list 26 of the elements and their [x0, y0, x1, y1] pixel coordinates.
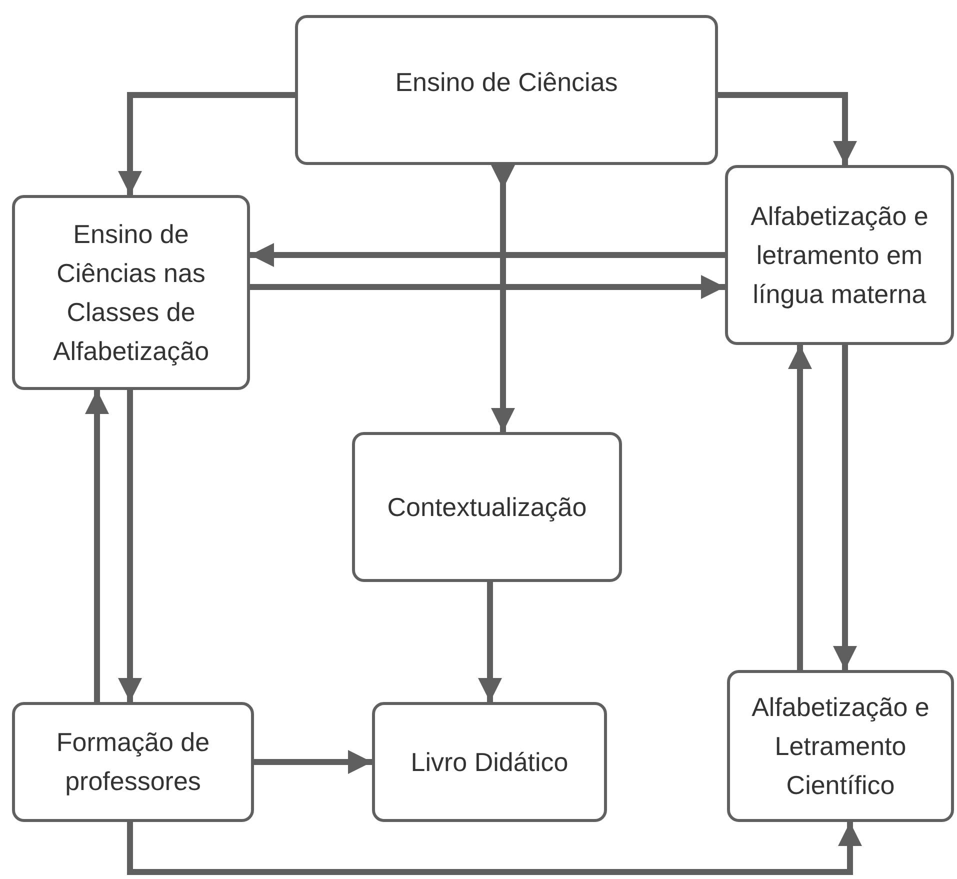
arrow [127, 822, 862, 875]
arrow [118, 92, 295, 195]
box-label: Formação de professores [55, 726, 211, 798]
arrow [250, 275, 725, 299]
box-label: Alfabetização e Letramento Científico [750, 690, 930, 802]
arrow [478, 582, 502, 702]
process-box [12, 195, 250, 390]
arrow [833, 345, 857, 670]
process-box [352, 432, 622, 582]
process-box [295, 15, 718, 165]
arrow [118, 390, 142, 702]
process-box [12, 702, 254, 822]
arrow [491, 165, 515, 432]
box-label: Alfabetização e letramento em língua materna [750, 200, 930, 310]
arrow [788, 345, 812, 670]
box-label: Ensino de Ciências [395, 66, 618, 99]
arrow [85, 390, 109, 702]
process-box [727, 670, 954, 822]
arrow [718, 92, 857, 165]
process-box [725, 165, 954, 345]
box-label: Contextualização [387, 490, 587, 524]
arrow [254, 750, 372, 774]
box-label: Ensino de Ciências nas Classes de Alfabetização [52, 218, 210, 368]
arrow [250, 243, 725, 267]
process-box [372, 702, 607, 822]
box-label: Livro Didático [410, 746, 568, 778]
